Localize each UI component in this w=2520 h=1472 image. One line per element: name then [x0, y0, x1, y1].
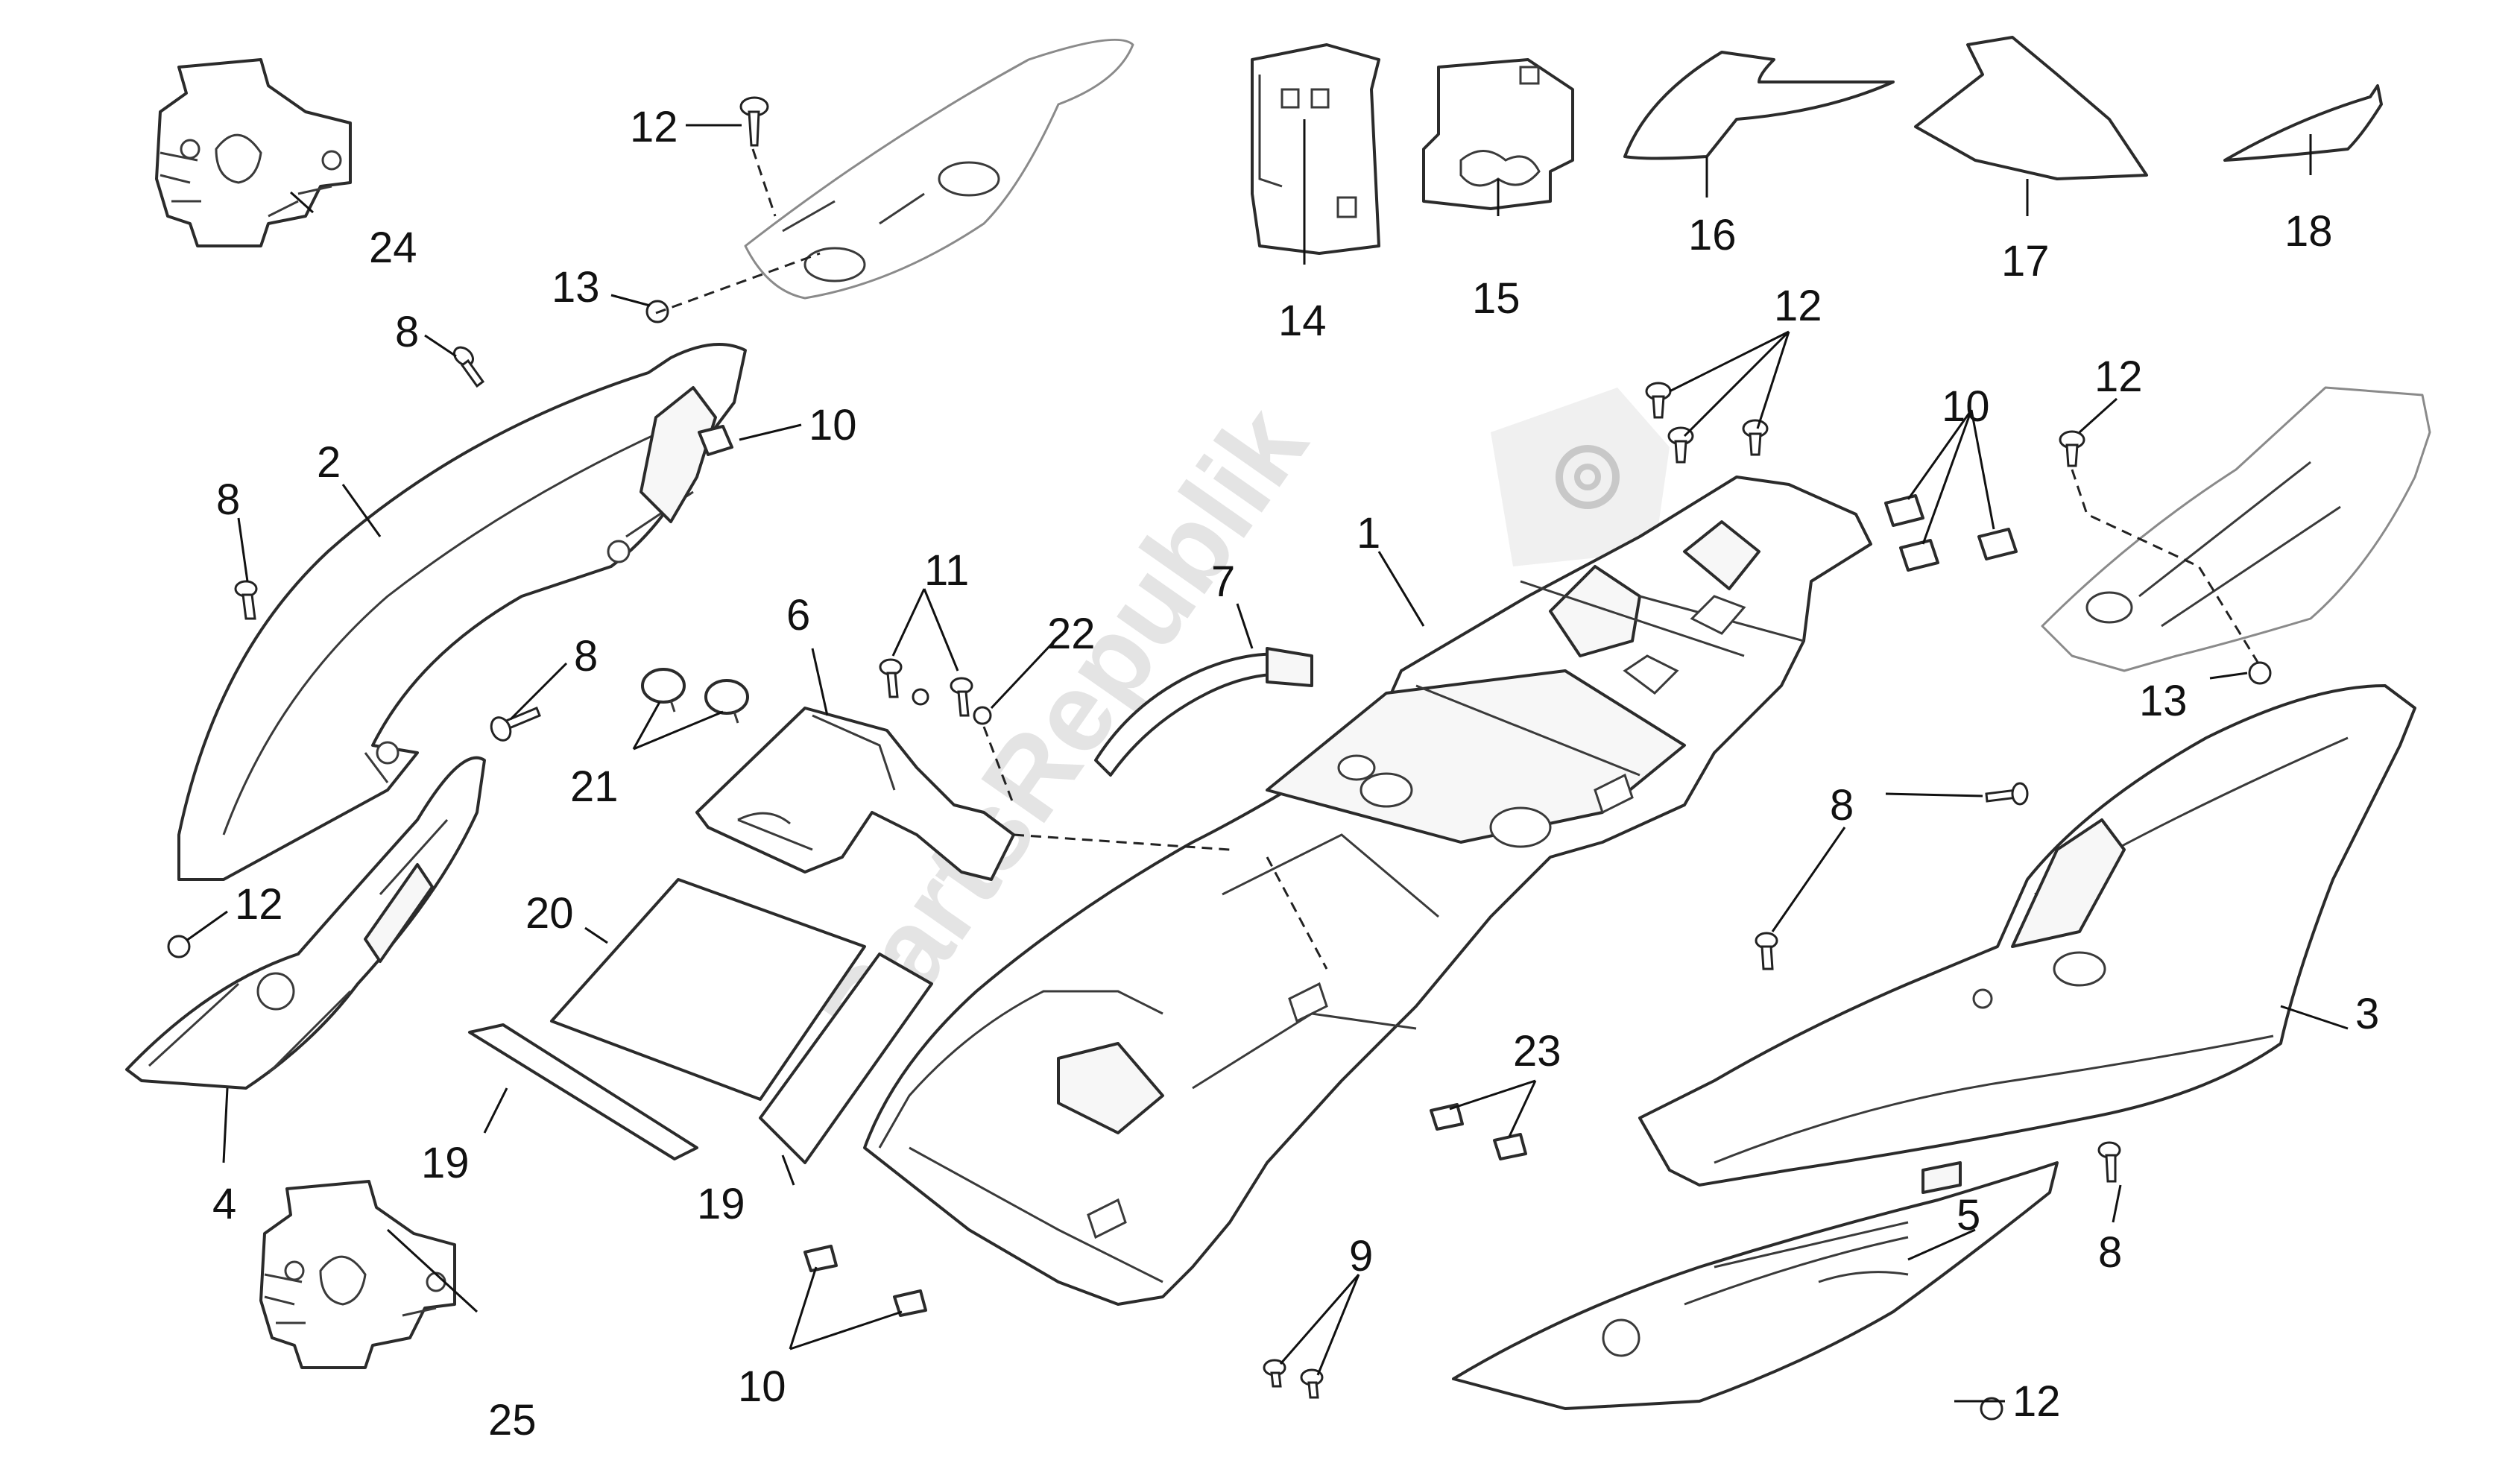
- callout-25: 25: [488, 1396, 537, 1444]
- part-5-lower-cover-right: [1452, 1161, 2059, 1410]
- screw-12-top: [739, 96, 769, 147]
- callout-19-left: 19: [421, 1139, 470, 1187]
- callout-10-bottom: 10: [738, 1362, 786, 1411]
- nut-12-left: [167, 935, 191, 958]
- callout-8-right-upper: 8: [1830, 781, 1854, 830]
- part-19-strip-right: [759, 953, 933, 1164]
- clips-10-cluster: [1884, 494, 2018, 572]
- callout-12-top: 12: [630, 103, 678, 151]
- screw-8-right-mid: [1755, 932, 1778, 970]
- washer-13-right: [2248, 661, 2272, 685]
- callout-8-left-upper: 8: [395, 308, 419, 356]
- callout-12-bottom: 12: [2012, 1377, 2061, 1426]
- part-25-bracket: [259, 1180, 456, 1369]
- callout-10-cluster: 10: [1942, 382, 1990, 431]
- part-15-decal: [1422, 58, 1574, 210]
- clip-23-a: [1430, 1103, 1464, 1131]
- callout-6: 6: [786, 591, 810, 639]
- callout-1: 1: [1357, 509, 1380, 557]
- watermark-gear-icon: [1491, 388, 1670, 566]
- callout-24: 24: [369, 224, 417, 272]
- part-17-decal: [1914, 36, 2148, 180]
- part-7-strap: [1094, 647, 1313, 777]
- part-21-plugs: [641, 668, 749, 724]
- part-4-lower-cover: [125, 756, 486, 1090]
- callout-4: 4: [212, 1180, 236, 1228]
- callout-16: 16: [1688, 211, 1737, 259]
- callout-labels: 12 24 13 8 10 2 8 11 6 22 8 7 1 21 12 20…: [212, 103, 2379, 1444]
- callout-leaders: [186, 119, 2349, 1403]
- callout-13-right: 13: [2139, 677, 2188, 725]
- assembly-lines: [655, 148, 2260, 970]
- part-19-strip-left: [468, 1023, 698, 1160]
- callout-19-right: 19: [697, 1180, 745, 1228]
- clip-23-b: [1493, 1133, 1527, 1160]
- part-24-bracket: [155, 58, 352, 247]
- callout-21: 21: [570, 762, 619, 811]
- part-1-rear-undertray: [863, 476, 1872, 1306]
- callout-11: 11: [924, 546, 969, 595]
- callout-3: 3: [2355, 990, 2379, 1038]
- callout-8-left-mid: 8: [216, 476, 240, 524]
- callout-23: 23: [1513, 1027, 1561, 1075]
- callout-10-left: 10: [809, 401, 857, 449]
- screw-11-a: [879, 658, 903, 698]
- clip-10-bottom-b: [893, 1289, 927, 1317]
- callout-22: 22: [1047, 610, 1096, 658]
- screw-8-right-upper: [1985, 782, 2029, 806]
- tail-cover-upper-right: [2041, 386, 2431, 672]
- screw-8-left-mid: [234, 580, 258, 620]
- part-18-decal: [2223, 84, 2383, 162]
- clip-10-bottom-a: [803, 1245, 838, 1272]
- callout-12-left: 12: [235, 880, 283, 929]
- part-6-license-bracket: [695, 707, 1015, 881]
- callout-7: 7: [1211, 557, 1235, 606]
- callout-20: 20: [525, 889, 574, 938]
- callout-18: 18: [2284, 207, 2333, 256]
- callout-13-left: 13: [552, 263, 600, 312]
- fasteners: [167, 96, 2272, 1421]
- part-14-decal: [1251, 43, 1380, 255]
- part-16-decal: [1623, 51, 1895, 160]
- callout-15: 15: [1472, 274, 1520, 323]
- callout-8-left-lower: 8: [574, 632, 598, 680]
- callout-14: 14: [1278, 297, 1327, 345]
- part-20-plate: [550, 878, 866, 1101]
- callout-2: 2: [317, 438, 341, 487]
- nut-12-bottom: [1980, 1397, 2003, 1421]
- screws-12-cluster: [1645, 382, 1769, 464]
- screw-12-right: [2059, 430, 2085, 467]
- callout-12-cluster: 12: [1774, 282, 1822, 330]
- callout-5: 5: [1957, 1191, 1980, 1239]
- callout-8-right-lower: 8: [2098, 1228, 2122, 1277]
- screw-9-a: [1263, 1359, 1286, 1388]
- washer-11: [912, 688, 929, 706]
- washer-22: [973, 706, 992, 725]
- callout-17: 17: [2001, 237, 2050, 285]
- clip-10-left: [698, 425, 733, 456]
- screw-8-right-lower: [2097, 1141, 2121, 1183]
- screw-11-b: [950, 677, 973, 717]
- callout-9: 9: [1349, 1232, 1373, 1280]
- part-3-side-cover-right: [1638, 684, 2416, 1187]
- screw-8-left-lower: [490, 707, 541, 742]
- part-2-side-cover-left: [177, 343, 747, 881]
- tail-cover-upper-left: [744, 38, 1134, 300]
- screw-8-left-upper: [452, 346, 485, 388]
- screw-9-b: [1300, 1368, 1324, 1399]
- callout-12-right: 12: [2094, 353, 2143, 401]
